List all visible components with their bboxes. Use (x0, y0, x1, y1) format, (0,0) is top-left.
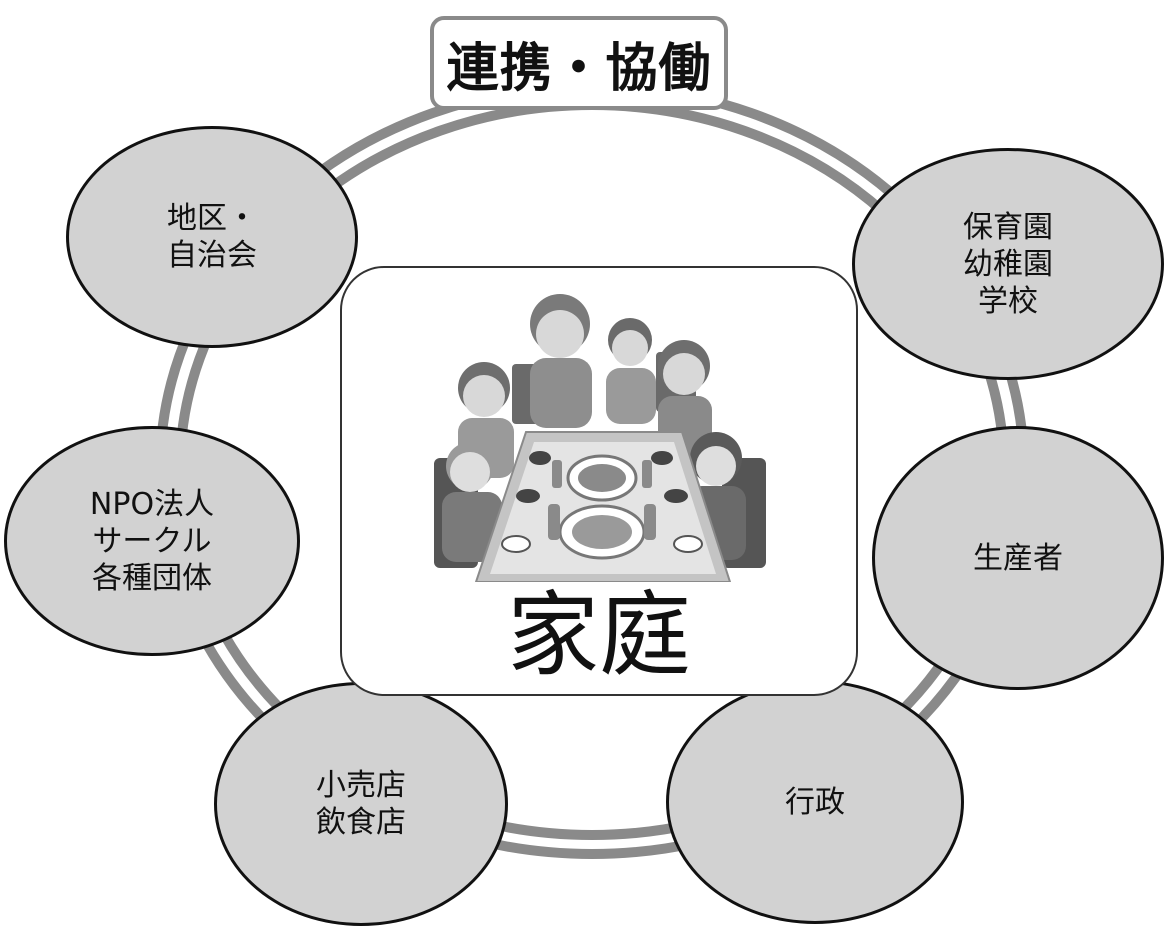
node-seisansha: 生産者 (872, 426, 1164, 690)
node-label: 生産者 (973, 540, 1063, 576)
node-chiku: 地区・ 自治会 (66, 126, 358, 348)
node-label: 保育園 幼稚園 学校 (963, 209, 1053, 319)
node-label: 小売店 飲食店 (316, 768, 406, 840)
node-npo: NPO法人 サークル 各種団体 (4, 426, 300, 656)
center-label: 家庭 (506, 582, 691, 689)
node-label: 行政 (785, 784, 845, 820)
node-label: 地区・ 自治会 (167, 201, 257, 273)
diagram-title: 連携・協働 (446, 38, 712, 99)
node-gyosei: 行政 (666, 680, 964, 924)
center-panel: 家庭 (340, 266, 858, 696)
node-kouriten: 小売店 飲食店 (214, 682, 508, 926)
node-hoikuen: 保育園 幼稚園 学校 (852, 148, 1164, 380)
family-meal-illustration (434, 294, 766, 582)
node-label: NPO法人 サークル 各種団体 (89, 486, 215, 596)
title-box: 連携・協働 (430, 16, 728, 110)
